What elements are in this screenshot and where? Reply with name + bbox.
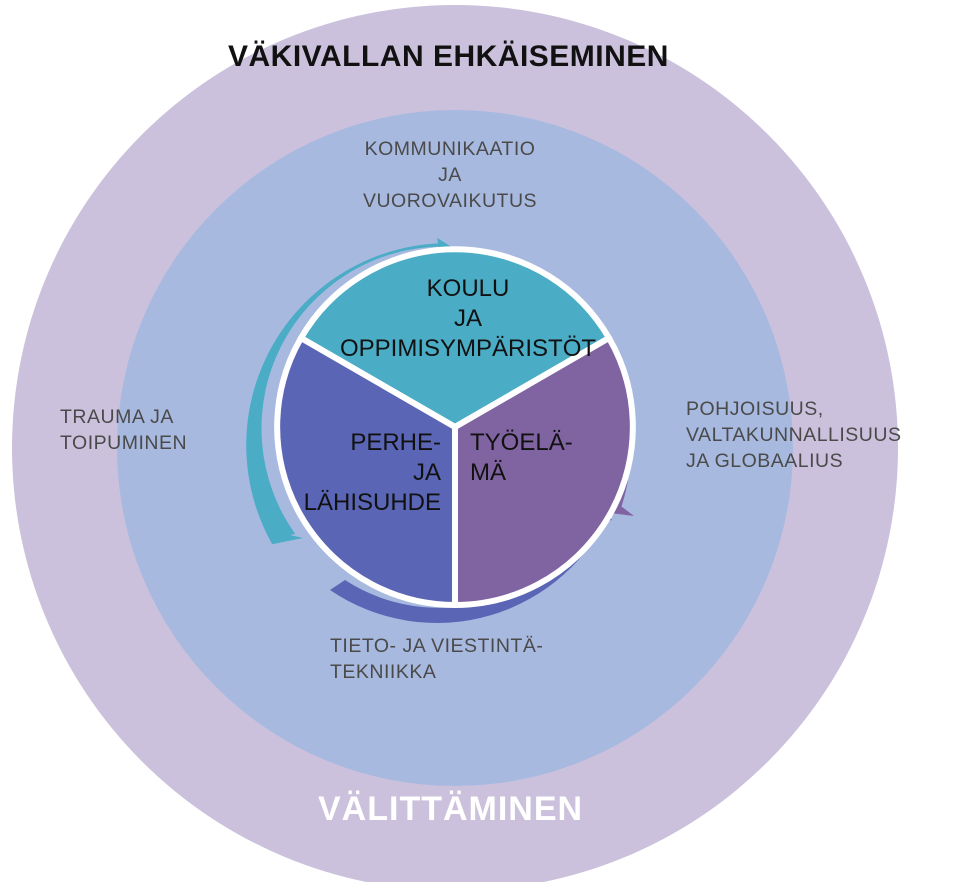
segment-label-work: TYÖELÄ- MÄ (470, 429, 573, 486)
diagram-footer-label: VÄLITTÄMINEN (318, 790, 584, 828)
ring-label-trauma: TRAUMA JA TOIPUMINEN (60, 406, 188, 454)
segment-label-family: PERHE- JA LÄHISUHDE (303, 429, 441, 516)
segment-family (274, 335, 458, 608)
arrow-arc-teal (246, 243, 442, 545)
segment-label-school: KOULU JA OPPIMISYMPÄRISTÖT (339, 275, 597, 362)
segment-school (298, 246, 612, 430)
ring-label-communication: KOMMUNIKAATIO JA VUOROVAIKUTUS (362, 138, 538, 212)
diagram-title: VÄKIVALLAN EHKÄISEMINEN (228, 40, 669, 73)
ring-label-ict: TIETO- JA VIESTINTÄ- TEKNIIKKA (330, 635, 544, 683)
segment-work (452, 335, 636, 608)
ring-label-nordicity: POHJOISUUS, VALTAKUNNALLISUUS JA GLOBAAL… (686, 398, 902, 472)
